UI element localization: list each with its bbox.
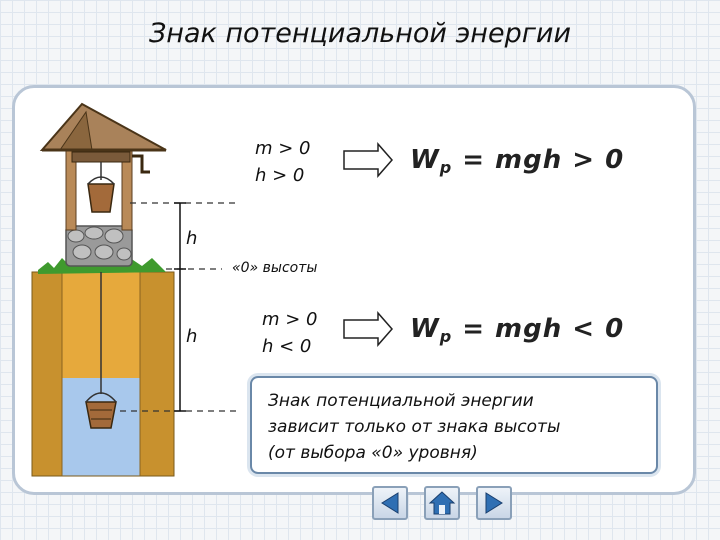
page-title: Знак потенциальной энергии: [148, 18, 571, 49]
triangle-left-icon: [381, 492, 399, 514]
implication-arrow-bottom: [343, 311, 393, 347]
formula-top-subscript: p: [439, 158, 453, 177]
earth-right: [140, 272, 174, 476]
formula-bottom-symbol: W: [410, 314, 440, 344]
roof: [39, 102, 167, 151]
formula-bottom-expression: = mgh < 0: [452, 314, 625, 344]
condition-mass-top: m > 0: [255, 138, 311, 159]
formula-top-expression: = mgh > 0: [452, 145, 625, 175]
condition-height-bottom: h < 0: [262, 336, 312, 357]
implication-arrow-top: [343, 142, 393, 178]
triangle-right-icon: [485, 492, 503, 514]
lower-bucket: [85, 401, 117, 429]
note-text: Знак потенциальной энергии зависит тольк…: [268, 388, 560, 466]
upper-bucket: [87, 183, 115, 213]
condition-mass-bottom: m > 0: [262, 309, 318, 330]
zero-level-label: «0» высоты: [232, 260, 318, 276]
note-line-2: зависит только от знака высоты: [268, 417, 561, 437]
axle: [71, 151, 131, 163]
note-line-3: (от выбора «0» уровня): [268, 443, 478, 463]
formula-bottom-subscript: p: [439, 327, 453, 346]
prev-slide-button[interactable]: [372, 486, 408, 520]
formula-top: Wp = mgh > 0: [410, 145, 625, 177]
note-line-1: Знак потенциальной энергии: [268, 391, 534, 411]
formula-bottom: Wp = mgh < 0: [410, 314, 625, 346]
height-label-top: h: [186, 228, 198, 249]
height-label-bottom: h: [186, 326, 198, 347]
formula-top-symbol: W: [410, 145, 440, 175]
home-icon: [428, 491, 456, 515]
home-button[interactable]: [424, 486, 460, 520]
earth-left: [32, 272, 62, 476]
next-slide-button[interactable]: [476, 486, 512, 520]
note-box: Знак потенциальной энергии зависит тольк…: [250, 376, 658, 474]
crank-handle: [132, 154, 150, 174]
condition-height-top: h > 0: [255, 165, 305, 186]
